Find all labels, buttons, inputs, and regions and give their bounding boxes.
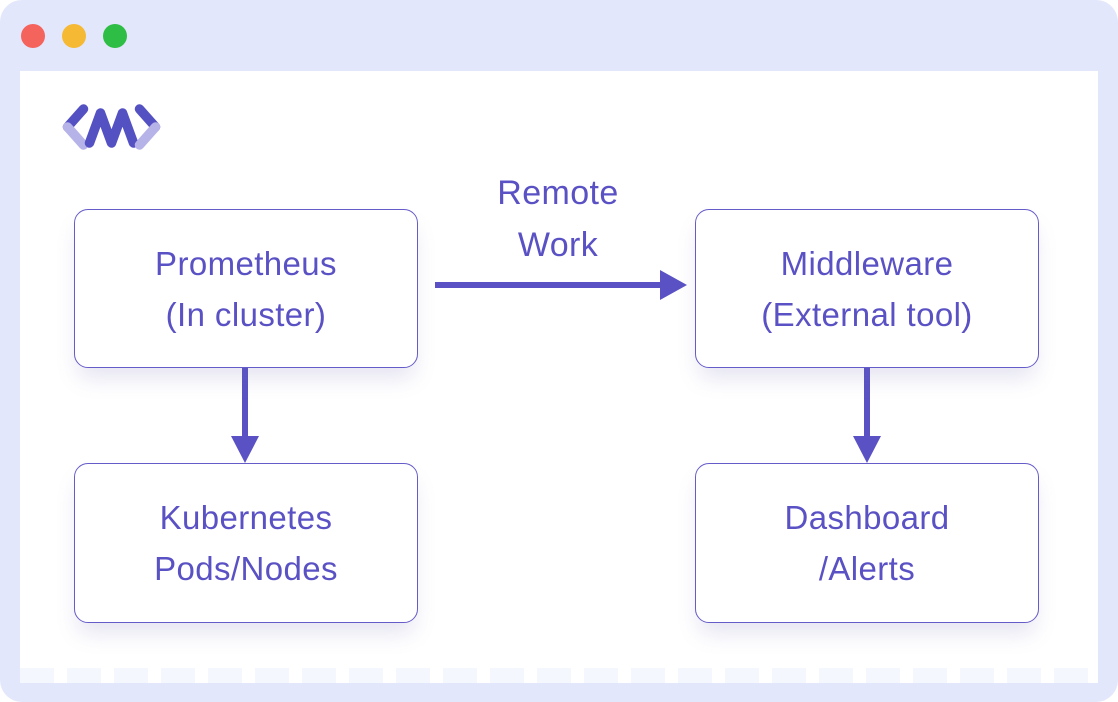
node-dashboard-alerts: Dashboard /Alerts (695, 463, 1039, 623)
close-button[interactable] (21, 23, 45, 48)
minimize-button[interactable] (62, 23, 86, 48)
arrow-prometheus-to-middleware (435, 270, 687, 300)
node-label-line: Dashboard (784, 499, 950, 536)
middleware-logo-icon (58, 102, 165, 152)
node-label-line: /Alerts (818, 550, 916, 587)
arrow-prometheus-to-kubernetes (231, 368, 259, 463)
node-label-line: (In cluster) (165, 295, 327, 333)
node-kubernetes-pods-nodes: Kubernetes Pods/Nodes (74, 463, 418, 623)
arrow-middleware-to-dashboard (853, 368, 881, 463)
node-label-line: Middleware (780, 244, 954, 282)
node-middleware: Middleware (External tool) (695, 209, 1039, 368)
window-content: Remote Work Prometheus (In cluster) Midd… (20, 71, 1098, 683)
node-prometheus: Prometheus (In cluster) (74, 209, 418, 368)
node-label-line: Kubernetes (159, 499, 333, 536)
edge-label-remote-work: Remote Work (497, 174, 619, 264)
node-label-line: Prometheus (155, 244, 337, 282)
maximize-button[interactable] (103, 23, 127, 48)
watermark-strip (20, 668, 1098, 683)
node-label-line: Pods/Nodes (154, 550, 338, 587)
node-label-line: (External tool) (761, 295, 973, 333)
window-titlebar (0, 0, 1118, 71)
